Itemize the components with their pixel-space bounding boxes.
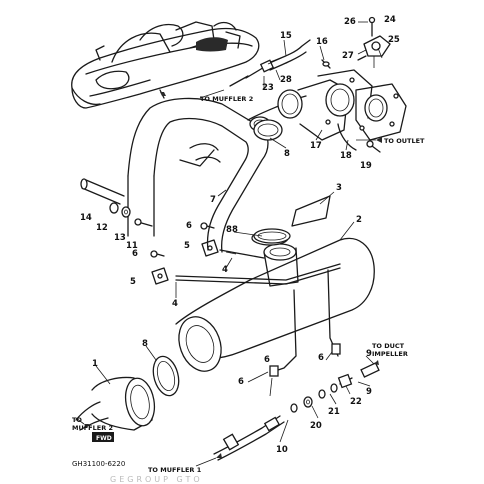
label-8-small: 8 [232, 225, 238, 235]
label-3: 3 [336, 183, 342, 193]
fastener-stack [109, 202, 153, 227]
label-6-b: 6 [132, 249, 138, 259]
label-24: 24 [384, 15, 396, 25]
label-19: 19 [360, 161, 372, 171]
label-6-e: 6 [318, 353, 324, 363]
bolt-6-a [200, 222, 215, 230]
label-16: 16 [316, 37, 328, 47]
bracket-5-upper [201, 239, 219, 257]
muffler-straps [175, 249, 341, 377]
label-7: 7 [210, 195, 216, 205]
callout-to-muffler-1: TO MUFFLER 1 [148, 466, 202, 474]
muffler-2 [175, 230, 375, 372]
label-9-a: 9 [366, 387, 372, 397]
label-12: 12 [96, 223, 108, 233]
label-15: 15 [280, 31, 292, 41]
label-22: 22 [350, 397, 362, 407]
label-6-d: 6 [264, 355, 270, 365]
callout-to-duct-2: IMPELLER [372, 350, 408, 358]
label-11: 11 [126, 241, 138, 251]
callout-to-muffler-2-left-2: MUFFLER 2 [72, 424, 113, 432]
small-fitting-16 [321, 59, 331, 69]
label-27: 27 [342, 51, 354, 61]
label-13: 13 [114, 233, 126, 243]
label-14: 14 [80, 213, 92, 223]
label-9-b: 9 [366, 349, 372, 359]
label-10: 10 [276, 445, 288, 455]
water-fittings [213, 362, 380, 461]
label-8-mid: 8 [226, 225, 232, 235]
callout-to-muffler-2-left-1: TO [72, 416, 82, 424]
label-2: 2 [356, 215, 362, 225]
label-26: 26 [344, 17, 356, 27]
callouts: TO MUFFLER 2 TO OUTLET TO DUCT IMPELLER … [72, 95, 425, 474]
label-21: 21 [328, 407, 340, 417]
bolt-19 [366, 140, 381, 153]
watercraft-illustration [71, 21, 260, 109]
diagram-code: GH31100-6220 [72, 460, 125, 468]
callout-to-muffler-2-top: TO MUFFLER 2 [200, 95, 253, 103]
callout-to-outlet: TO OUTLET [384, 137, 425, 145]
label-4-upper: 4 [222, 265, 228, 275]
label-23: 23 [262, 83, 274, 93]
direction-arrows [84, 137, 382, 458]
label-6-c: 6 [238, 377, 244, 387]
label-5-lower: 5 [130, 277, 136, 287]
label-28: 28 [280, 75, 292, 85]
label-5-upper: 5 [184, 241, 190, 251]
label-25: 25 [388, 35, 400, 45]
part-labels: 1 2 3 4 4 5 5 6 6 6 6 6 7 8 8 8 8 9 9 10… [80, 15, 400, 455]
footer-watermark: GEGROUP GTO [110, 475, 203, 484]
hose-clamp-top [253, 119, 283, 141]
mount-bracket [357, 16, 391, 61]
callout-to-duct-1: TO DUCT [372, 342, 405, 350]
fwd-badge: FWD [92, 432, 114, 442]
leader-lines [75, 21, 383, 467]
bolt-6-b [150, 250, 165, 258]
svg-text:FWD: FWD [96, 435, 112, 442]
label-8-left: 8 [142, 339, 148, 349]
hose-clamp-mid [253, 228, 291, 244]
label-17: 17 [310, 141, 322, 151]
exhaust-pipe-7 [127, 97, 269, 253]
label-1: 1 [92, 359, 98, 369]
side-pipe [80, 178, 125, 205]
label-20: 20 [310, 421, 322, 431]
label-4-lower: 4 [172, 299, 178, 309]
bracket-5-lower [151, 267, 169, 285]
joint-pipe-1 [75, 355, 180, 431]
gasket-3 [291, 195, 331, 227]
label-6-a: 6 [186, 221, 192, 231]
label-18: 18 [340, 151, 352, 161]
label-8-top: 8 [284, 149, 290, 159]
